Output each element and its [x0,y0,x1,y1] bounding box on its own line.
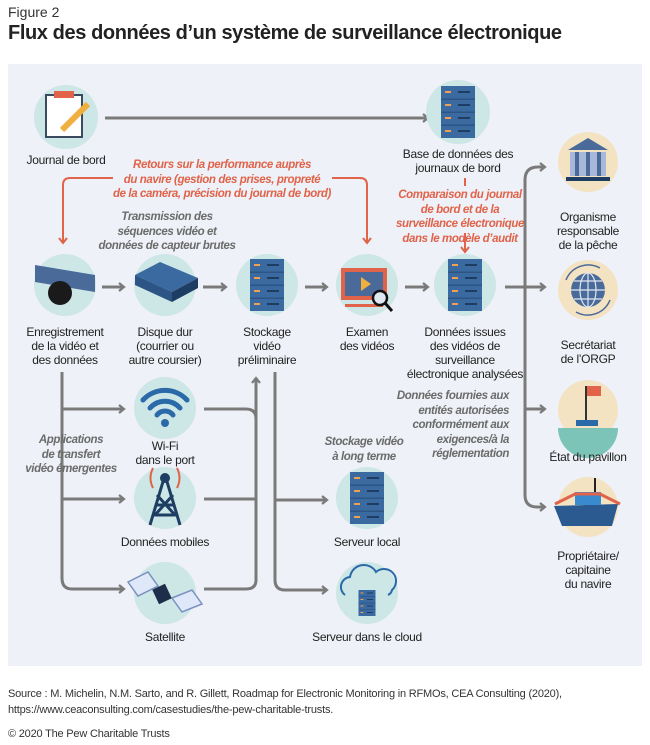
preliminary-storage-server-icon [236,254,298,316]
hard-drive-icon [134,254,198,316]
wifi-icon [134,377,196,439]
cloud-server-icon [336,562,398,624]
video-review-icon [336,254,398,316]
satellite-icon [126,562,204,624]
globe-icon [558,260,618,320]
etat-label: État du pavillon [549,450,627,464]
figure-label: Figure 2 [8,4,60,20]
journal-label: Journal de bord [26,153,106,167]
logbook-icon [34,85,98,149]
flow-arrows [60,113,547,595]
logbook-database-icon [426,80,490,144]
serveur-local-label: Serveur local [333,535,401,549]
diagram-panel [8,64,642,666]
source-line-1: Source : M. Michelin, N.M. Sarto, and R.… [8,688,562,700]
camera-icon [34,254,96,316]
page-title: Flux des données d’un système de surveil… [8,22,562,44]
fisheries-agency-icon [558,132,618,192]
source-line-2[interactable]: https://www.ceaconsulting.com/casestudie… [8,704,334,716]
flag-icon [558,380,618,458]
local-server-icon [336,467,398,529]
analyzed-data-server-icon [434,254,496,316]
satellite-label: Satellite [145,630,185,644]
cloud-label: Serveur dans le cloud [312,630,422,644]
mobile-label: Données mobiles [120,535,210,549]
copyright: © 2020 The Pew Charitable Trusts [8,728,170,740]
feedback-arrows [58,177,470,254]
cell-tower-icon [134,467,196,529]
vessel-icon [554,477,621,537]
